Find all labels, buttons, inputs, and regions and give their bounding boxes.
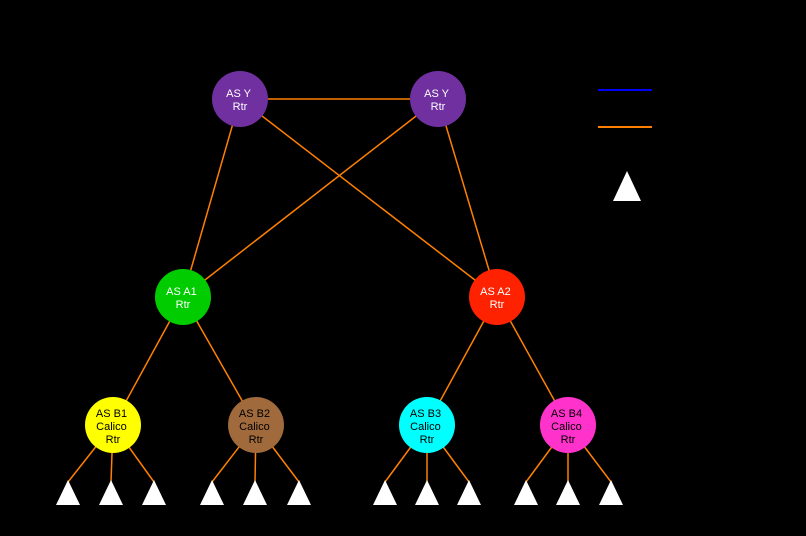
- edges: [67, 98, 612, 483]
- node-as-b2-label: AS B2 Calico Rtr: [239, 408, 273, 446]
- node-as-b4: AS B4 Calico Rtr: [540, 397, 596, 453]
- node-as-y-right: AS Y Rtr: [410, 71, 466, 127]
- node-as-b3-label: AS B3 Calico Rtr: [410, 408, 444, 446]
- node-as-b3-circle: [399, 397, 455, 453]
- node-as-a1-circle: [155, 269, 211, 325]
- workload-triangle-icon: [99, 480, 123, 505]
- node-as-b2: AS B2 Calico Rtr: [228, 397, 284, 453]
- node-as-b4-label: AS B4 Calico Rtr: [551, 408, 585, 446]
- node-as-a2-label: AS A2 Rtr: [480, 286, 514, 311]
- edge-asy-right-to-asa1: [182, 98, 439, 298]
- node-as-b3: AS B3 Calico Rtr: [399, 397, 455, 453]
- workload-triangle-icon: [142, 480, 166, 505]
- node-as-y-left: AS Y Rtr: [212, 71, 268, 127]
- legend: [598, 89, 652, 201]
- edge-asy-left-to-asa2: [239, 98, 498, 298]
- legend-triangle-icon: [613, 171, 641, 201]
- node-as-y-right-label: AS Y Rtr: [424, 88, 452, 113]
- workload-triangle-icon: [56, 480, 80, 505]
- node-as-b4-circle: [540, 397, 596, 453]
- node-as-a2-circle: [469, 269, 525, 325]
- workload-triangle-icon: [457, 480, 481, 505]
- node-as-a1: AS A1 Rtr: [155, 269, 211, 325]
- node-as-y-left-label: AS Y Rtr: [226, 88, 254, 113]
- node-as-b1: AS B1 Calico Rtr: [85, 397, 141, 453]
- workload-triangle-icon: [556, 480, 580, 505]
- workload-triangle-icon: [200, 480, 224, 505]
- edge-asy-left-to-asa1: [182, 98, 241, 298]
- workload-triangle-icon: [373, 480, 397, 505]
- workload-triangle-icon: [415, 480, 439, 505]
- node-as-a2: AS A2 Rtr: [469, 269, 525, 325]
- leaf-triangles: [56, 480, 623, 505]
- node-as-y-right-circle: [410, 71, 466, 127]
- node-as-b1-circle: [85, 397, 141, 453]
- workload-triangle-icon: [243, 480, 267, 505]
- edge-asy-right-to-asa2: [437, 98, 498, 298]
- workload-triangle-icon: [599, 480, 623, 505]
- workload-triangle-icon: [287, 480, 311, 505]
- node-as-a1-label: AS A1 Rtr: [166, 286, 200, 311]
- node-as-b2-circle: [228, 397, 284, 453]
- node-as-b1-label: AS B1 Calico Rtr: [96, 408, 130, 446]
- workload-triangle-icon: [514, 480, 538, 505]
- node-as-y-left-circle: [212, 71, 268, 127]
